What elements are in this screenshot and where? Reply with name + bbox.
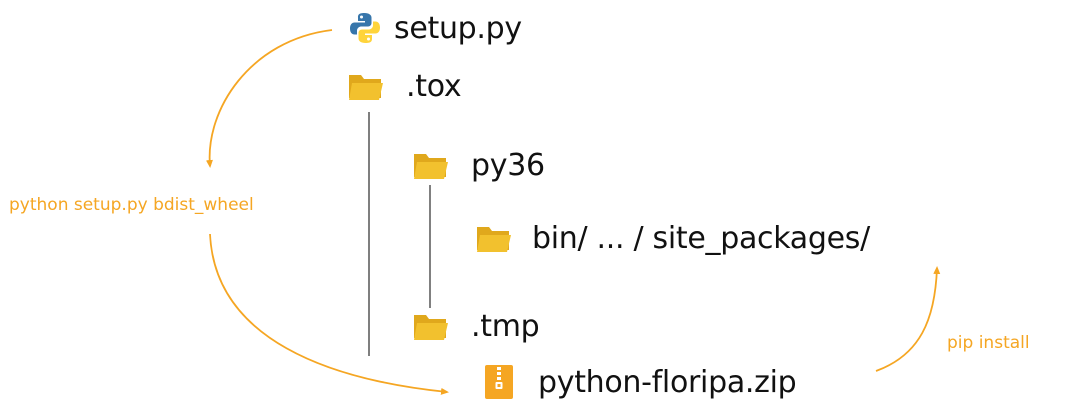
zip-file-node: python-floripa.zip <box>484 362 797 402</box>
setup-py-label: setup.py <box>394 10 522 46</box>
site-packages-label: bin/ ... / site_packages/ <box>532 220 870 256</box>
folder-icon <box>476 223 512 253</box>
folder-icon <box>413 311 449 341</box>
folder-icon <box>413 150 449 180</box>
tox-folder-node: .tox <box>348 66 462 106</box>
install-command-annotation: pip install <box>947 333 1030 353</box>
py36-label: py36 <box>471 147 545 183</box>
python-logo-icon <box>348 11 382 45</box>
tmp-label: .tmp <box>471 308 540 344</box>
build-command-annotation: python setup.py bdist_wheel <box>9 195 254 215</box>
arrow-build-to-zip <box>209 233 449 395</box>
tox-label: .tox <box>406 68 462 104</box>
arrow-zip-to-site-packages <box>875 266 941 372</box>
folder-icon <box>348 71 384 101</box>
zip-label: python-floripa.zip <box>538 364 797 400</box>
zip-file-icon <box>484 364 514 400</box>
site-packages-folder-node: bin/ ... / site_packages/ <box>476 218 870 258</box>
setup-py-node: setup.py <box>348 8 522 48</box>
tmp-folder-node: .tmp <box>413 306 540 346</box>
py36-folder-node: py36 <box>413 145 545 185</box>
arrow-setup-to-build <box>205 29 333 168</box>
